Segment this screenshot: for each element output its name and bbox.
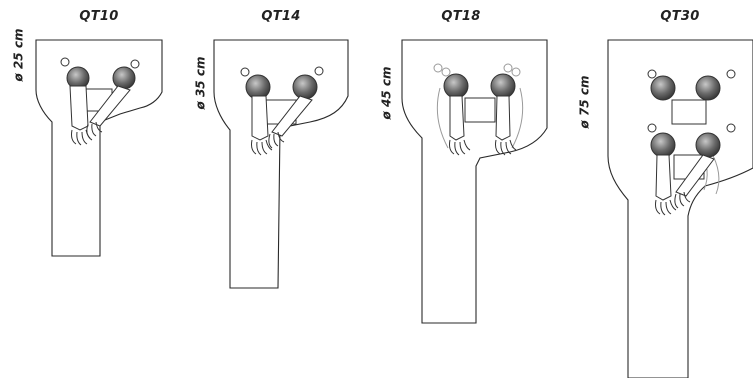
gripper-hand-icon [449,139,471,156]
robot-arm-icon [251,95,269,141]
robot-arm-ghost-icon [436,87,524,149]
port-icon [647,69,657,79]
unit-qt18 [401,39,548,324]
robot-arm-icon [675,154,715,197]
port-icon [314,66,324,76]
port-icon [441,67,451,77]
port-icon [503,63,513,73]
gripper-hand-icon [86,121,103,139]
pan-tilt-sphere-icon [292,74,318,100]
pan-tilt-sphere-icon [443,73,469,99]
gripper-hand-icon [495,139,517,156]
pan-tilt-sphere-icon [490,73,516,99]
robot-arm-icon [655,154,672,201]
pan-tilt-sphere-icon [650,75,676,101]
robot-arm-icon [495,95,511,141]
pan-tilt-sphere-icon [112,66,136,90]
workspace-outline-qt18 [401,39,548,324]
unit-title-qt10: QT10 [79,9,119,24]
pan-tilt-sphere-icon [245,74,271,100]
pan-tilt-sphere-icon [695,132,721,158]
tool-block-icon [464,97,496,123]
port-icon [240,67,250,77]
robot-arm-icon [449,95,465,141]
pan-tilt-sphere-icon [650,132,676,158]
port-icon [647,123,657,133]
unit-qt10 [35,39,163,257]
gripper-hand-icon [251,139,273,156]
unit-qt30 [607,39,753,378]
gripper-hand-icon [655,199,677,216]
gripper-hand-icon [71,129,93,146]
gripper-hand-icon [268,131,285,149]
pan-tilt-sphere-icon [695,75,721,101]
port-icon [511,67,521,77]
port-icon [433,63,443,73]
unit-title-qt14: QT14 [261,9,301,24]
port-icon [726,123,736,133]
port-icon [60,57,70,67]
unit-title-qt18: QT18 [441,9,481,24]
workspace-outline-qt30 [607,39,753,378]
port-icon [726,69,736,79]
unit-title-qt30: QT30 [660,9,700,24]
workspace-outline-qt10 [35,39,163,257]
port-icon [130,59,140,69]
robot-arm-icon [271,95,313,137]
workspace-outline-qt14 [213,39,349,289]
gripper-hand-icon [674,191,691,209]
robot-arm-icon [89,85,131,127]
unit-qt14 [213,39,349,289]
tool-block-icon [671,99,707,125]
robot-arm-icon [69,85,89,131]
